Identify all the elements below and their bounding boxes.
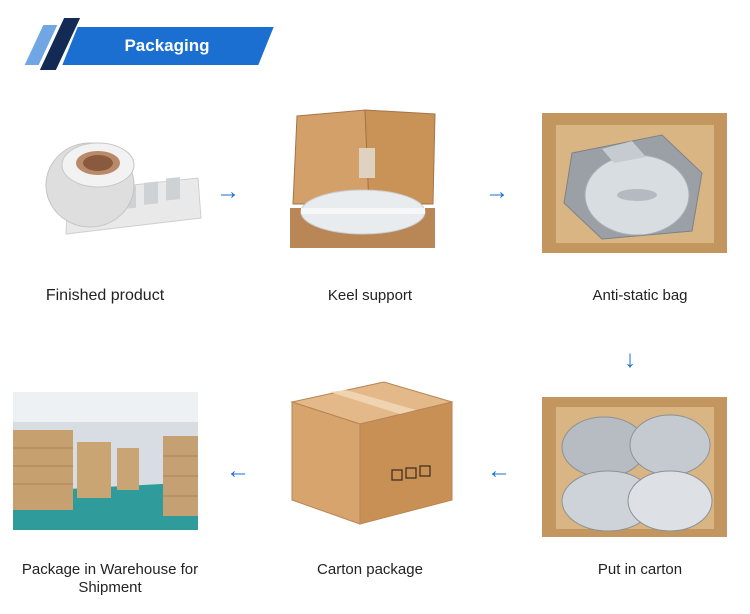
arrow-left-icon: ← xyxy=(487,457,511,484)
step-label-warehouse-shipment: Package in Warehouse for Shipment xyxy=(21,561,199,596)
step-label-anti-static-bag: Anti-static bag xyxy=(592,287,688,304)
step-label-keel-support: Keel support xyxy=(327,287,413,304)
step-label-put-in-carton: Put in carton xyxy=(597,561,683,578)
arrow-left-icon: ← xyxy=(226,457,250,484)
step-label-finished-product: Finished product xyxy=(45,287,165,304)
finished-product-image xyxy=(38,130,203,240)
arrow-right-icon: → xyxy=(485,178,509,205)
anti-static-bag-image xyxy=(542,113,727,253)
put-in-carton-image xyxy=(542,397,727,537)
section-title: Packaging xyxy=(124,36,210,55)
arrow-down-icon: ↓ xyxy=(624,346,636,373)
section-header: Packaging xyxy=(22,18,282,70)
warehouse-image xyxy=(13,392,198,530)
step-label-carton-package: Carton package xyxy=(317,561,423,578)
arrow-right-icon: → xyxy=(216,178,240,205)
keel-support-image xyxy=(285,108,440,250)
carton-package-image xyxy=(288,380,456,525)
